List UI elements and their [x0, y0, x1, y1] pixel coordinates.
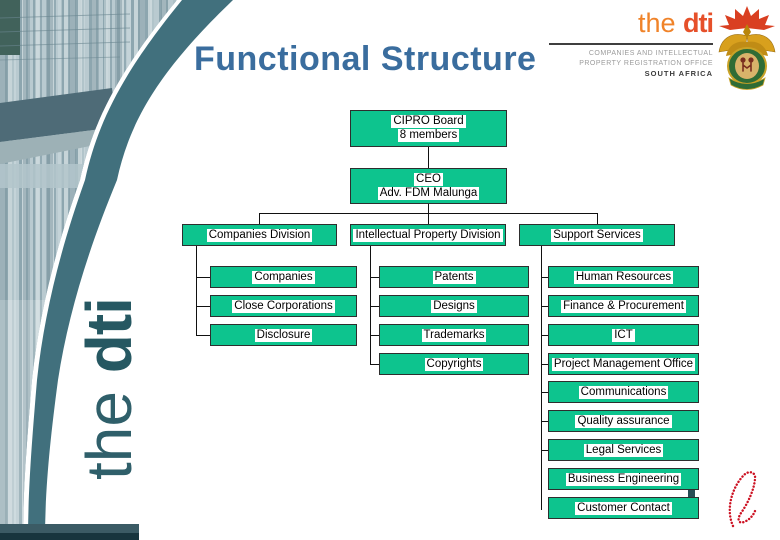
org-box-item: Legal Services [548, 439, 699, 461]
connector-line [370, 277, 379, 278]
connector-line [541, 392, 548, 393]
connector-line [541, 335, 548, 336]
org-box-label: CEO [414, 172, 443, 186]
brand-wordmark: the dti [637, 8, 714, 38]
org-box-label: 8 members [397, 129, 460, 142]
page-title: Functional Structure [194, 40, 537, 78]
org-box-label: Close Corporations [232, 299, 335, 313]
org-box-label: Support Services [551, 228, 643, 242]
org-box-item: Communications [548, 381, 699, 403]
org-box-label: Companies Division [206, 228, 313, 242]
connector-line [597, 213, 598, 224]
org-box-item: Finance & Procurement [548, 295, 699, 317]
org-box-label: CIPRO Board [391, 115, 466, 128]
aids-awareness-ribbon-icon [728, 471, 757, 528]
org-box-item: Disclosure [210, 324, 357, 346]
org-box-label: Companies [252, 270, 315, 284]
connector-line [370, 306, 379, 307]
brand-divider-line [549, 43, 713, 45]
org-box-label: Designs [431, 299, 477, 313]
teal-swoosh [28, 0, 233, 540]
org-box-item: Human Resources [548, 266, 699, 288]
org-box-division: Intellectual Property Division [350, 224, 506, 246]
connector-line [541, 277, 548, 278]
brand-subtitle-line3: SOUTH AFRICA [644, 69, 713, 78]
org-box-division: Companies Division [182, 224, 337, 246]
org-box-item: Companies [210, 266, 357, 288]
org-box-item: Quality assurance [548, 410, 699, 432]
org-box-label: Adv. FDM Malunga [377, 186, 480, 200]
org-box-division: Support Services [519, 224, 675, 246]
org-box-item: Designs [379, 295, 529, 317]
org-box-item: Customer Contact [548, 497, 699, 519]
bottom-bar-shadow [0, 533, 139, 540]
connector-line [428, 213, 429, 224]
org-box-label: Copyrights [424, 357, 484, 371]
connector-line [428, 147, 429, 168]
connector-line [428, 204, 429, 213]
connector-line [196, 277, 210, 278]
connector-line [370, 364, 379, 365]
brand-dti: dti [683, 8, 714, 38]
org-box-label: Business Engineering [565, 472, 682, 486]
connector-line [196, 306, 210, 307]
connector-line [541, 364, 548, 365]
brand-the: the [637, 8, 683, 38]
connector-line [259, 213, 260, 224]
org-box-label: Patents [432, 270, 476, 284]
south-africa-coat-of-arms-icon [718, 6, 776, 90]
brand-block: the dti COMPANIES AND INTELLECTUAL PROPE… [543, 6, 777, 98]
connector-line [196, 246, 197, 335]
brand-subtitle-line2: PROPERTY REGISTRATION OFFICE [579, 60, 713, 67]
org-box-label: Project Management Office [551, 357, 696, 371]
connector-line [370, 335, 379, 336]
org-box-label: Legal Services [583, 443, 664, 457]
org-box-label: Trademarks [421, 328, 487, 342]
org-box-label: Quality assurance [575, 414, 672, 428]
org-box-item: Copyrights [379, 353, 529, 375]
connector-line [541, 450, 548, 451]
org-box-item: Patents [379, 266, 529, 288]
org-box-label: ICT [612, 328, 635, 342]
connector-line [541, 306, 548, 307]
connector-line [370, 246, 371, 364]
brand-subtitle-line1: COMPANIES AND INTELLECTUAL [588, 50, 713, 57]
brand-subtitle: COMPANIES AND INTELLECTUAL PROPERTY REGI… [579, 49, 713, 79]
connector-line [541, 246, 542, 510]
org-box-item: Project Management Office [548, 353, 699, 375]
stray-artifact-square [688, 490, 695, 497]
org-box-label: Communications [578, 385, 669, 399]
org-box-label: Customer Contact [575, 501, 672, 515]
org-box-item: Close Corporations [210, 295, 357, 317]
left-decoration-art [0, 0, 233, 540]
org-box-item: Trademarks [379, 324, 529, 346]
org-box-label: Disclosure [254, 328, 313, 342]
connector-line [196, 335, 210, 336]
org-box-label: Intellectual Property Division [353, 228, 503, 242]
org-box-item: ICT [548, 324, 699, 346]
org-box-label: Finance & Procurement [561, 299, 686, 313]
connector-line [541, 421, 548, 422]
org-box-label: Human Resources [573, 270, 674, 284]
org-box-item: Business Engineering [548, 468, 699, 490]
